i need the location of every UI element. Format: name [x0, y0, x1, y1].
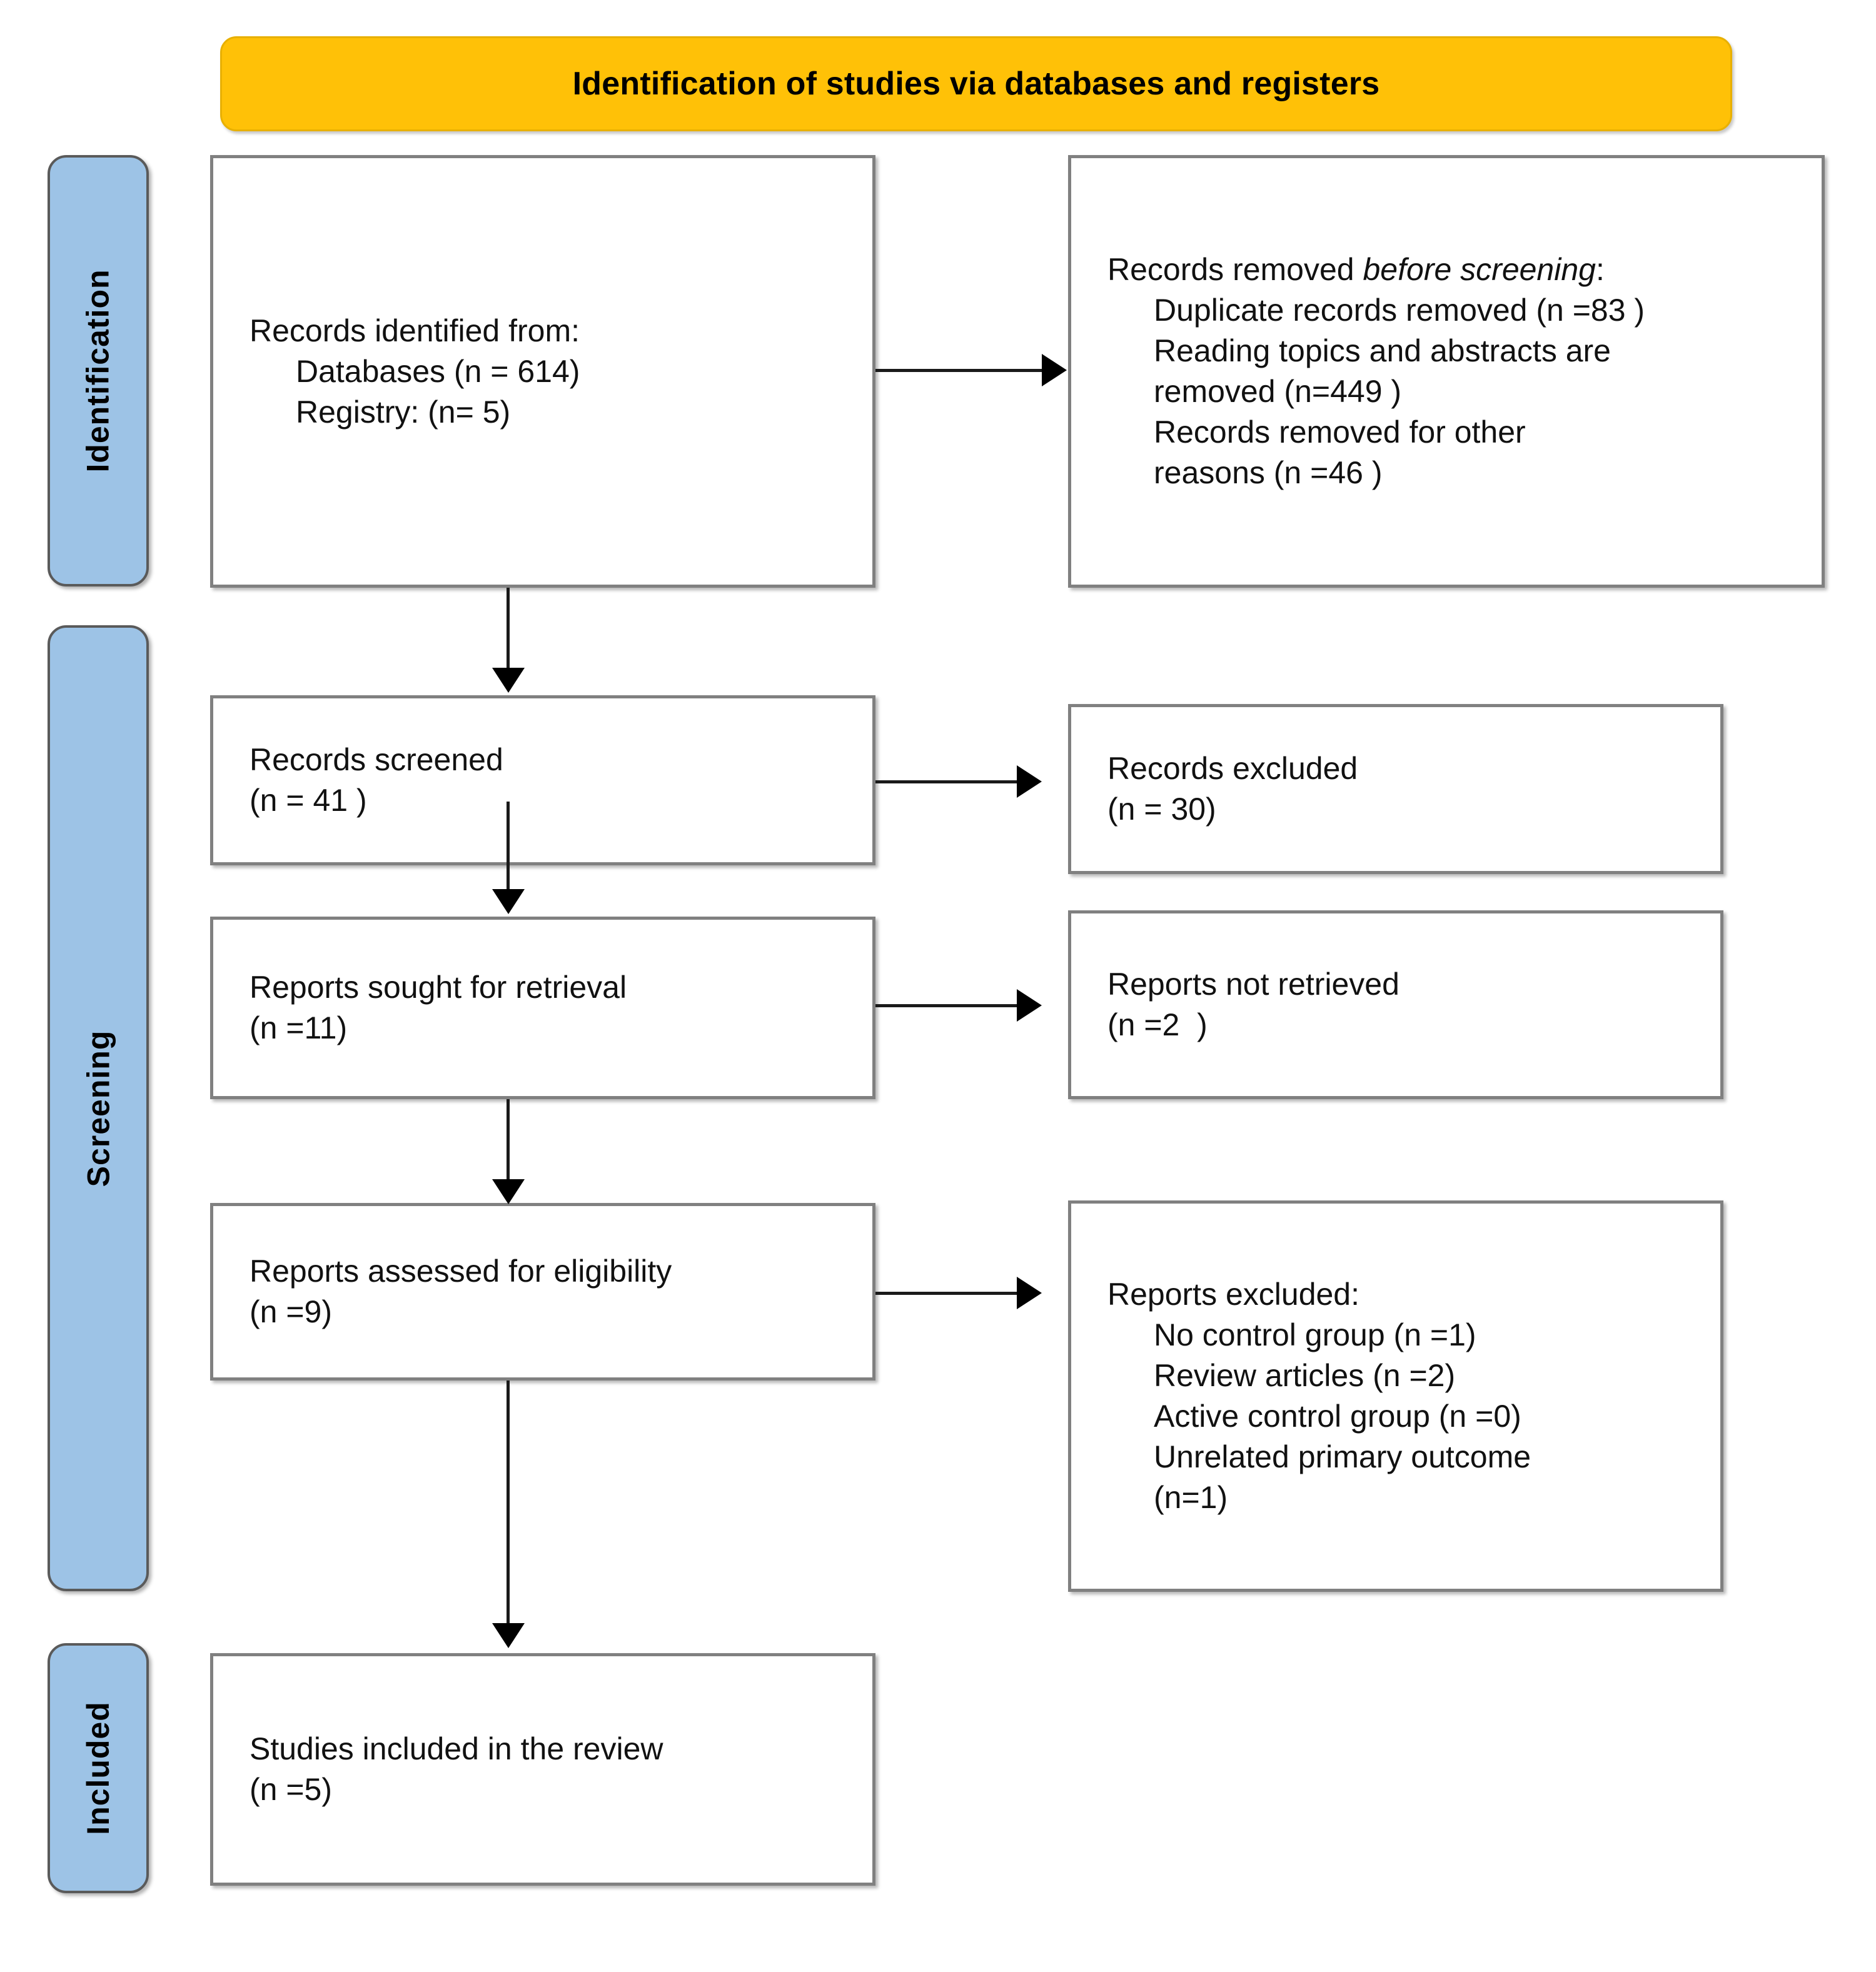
- reports-sought-line-2: (n =11): [250, 1010, 348, 1045]
- reports-excluded-heading: Reports excluded:: [1107, 1277, 1360, 1312]
- stage-identification-text: Identification: [81, 269, 116, 473]
- records-identified-line-3: Registry: (n= 5): [296, 394, 511, 430]
- reports-excluded-line-5: (n=1): [1154, 1480, 1228, 1515]
- reports-not-retrieved-line-2: (n =2 ): [1107, 1007, 1208, 1042]
- records-excluded-line-2: (n = 30): [1107, 792, 1216, 827]
- arrow-identified-to-removed-icon: [1042, 354, 1067, 386]
- box-reports-excluded-text: Reports excluded: No control group (n =1…: [1071, 1274, 1720, 1518]
- arrow-assessed-to-included-icon: [492, 1623, 525, 1648]
- studies-included-line-1: Studies included in the review: [250, 1731, 663, 1766]
- banner-title: Identification of studies via databases …: [572, 66, 1380, 102]
- connector-identified-to-screened-line: [507, 588, 510, 669]
- stage-label-included: Included: [48, 1643, 149, 1893]
- reports-assessed-line-2: (n =9): [250, 1294, 333, 1329]
- connector-sought-to-assessed-line: [507, 1099, 510, 1180]
- records-removed-heading-plain: Records removed: [1107, 252, 1363, 287]
- box-records-excluded: Records excluded (n = 30): [1068, 704, 1723, 874]
- box-reports-assessed-text: Reports assessed for eligibility (n =9): [213, 1251, 872, 1332]
- records-excluded-line-1: Records excluded: [1107, 751, 1358, 786]
- arrow-assessed-to-repexcluded-icon: [1017, 1277, 1042, 1309]
- stage-label-identification: Identification: [48, 155, 149, 586]
- reports-assessed-line-1: Reports assessed for eligibility: [250, 1254, 672, 1289]
- box-reports-assessed-for-eligibility: Reports assessed for eligibility (n =9): [210, 1203, 875, 1381]
- connector-sought-to-notretrieved-line: [875, 1004, 1017, 1007]
- box-records-removed-text: Records removed before screening: Duplic…: [1071, 249, 1822, 493]
- records-removed-line-2: Reading topics and abstracts are: [1154, 333, 1611, 368]
- records-removed-line-5: reasons (n =46 ): [1154, 455, 1383, 490]
- box-reports-sought-for-retrieval: Reports sought for retrieval (n =11): [210, 917, 875, 1099]
- connector-assessed-to-repexcluded-line: [875, 1292, 1017, 1295]
- box-reports-sought-text: Reports sought for retrieval (n =11): [213, 967, 872, 1049]
- reports-sought-line-1: Reports sought for retrieval: [250, 970, 627, 1005]
- reports-excluded-line-1: No control group (n =1): [1154, 1317, 1476, 1352]
- box-studies-included-text: Studies included in the review (n =5): [213, 1729, 872, 1810]
- connector-assessed-to-included-line: [507, 1381, 510, 1624]
- reports-excluded-line-3: Active control group (n =0): [1154, 1399, 1521, 1434]
- box-records-excluded-text: Records excluded (n = 30): [1071, 748, 1720, 830]
- arrow-sought-to-notretrieved-icon: [1017, 989, 1042, 1022]
- records-screened-line-2: (n = 41 ): [250, 783, 367, 818]
- stage-included-text: Included: [81, 1701, 116, 1835]
- arrow-sought-to-assessed-icon: [492, 1179, 525, 1204]
- reports-not-retrieved-line-1: Reports not retrieved: [1107, 967, 1399, 1002]
- box-reports-excluded: Reports excluded: No control group (n =1…: [1068, 1200, 1723, 1592]
- records-removed-line-4: Records removed for other: [1154, 415, 1526, 450]
- records-removed-heading-colon: :: [1595, 252, 1605, 287]
- box-records-identified-text: Records identified from: Databases (n = …: [213, 311, 872, 433]
- box-records-screened-text: Records screened (n = 41 ): [213, 740, 872, 821]
- box-reports-not-retrieved: Reports not retrieved (n =2 ): [1068, 910, 1723, 1099]
- records-identified-line-1: Records identified from:: [250, 313, 580, 348]
- stage-label-screening: Screening: [48, 625, 149, 1591]
- box-records-identified: Records identified from: Databases (n = …: [210, 155, 875, 588]
- box-records-removed-before-screening: Records removed before screening: Duplic…: [1068, 155, 1825, 588]
- records-screened-line-1: Records screened: [250, 742, 503, 777]
- studies-included-line-2: (n =5): [250, 1772, 333, 1807]
- connector-identified-to-removed-line: [875, 369, 1042, 372]
- records-identified-line-2: Databases (n = 614): [296, 353, 580, 389]
- box-reports-not-retrieved-text: Reports not retrieved (n =2 ): [1071, 964, 1720, 1045]
- box-studies-included: Studies included in the review (n =5): [210, 1653, 875, 1886]
- records-removed-heading-italic: before screening: [1363, 252, 1596, 287]
- connector-screened-to-excluded-line: [875, 780, 1017, 783]
- box-records-screened: Records screened (n = 41 ): [210, 695, 875, 865]
- stage-screening-text: Screening: [81, 1030, 116, 1187]
- arrow-identified-to-screened-icon: [492, 668, 525, 693]
- records-removed-line-3: removed (n=449 ): [1154, 374, 1402, 409]
- arrow-screened-to-sought-icon: [492, 889, 525, 914]
- records-removed-line-1: Duplicate records removed (n =83 ): [1154, 293, 1645, 328]
- records-removed-heading: Records removed before screening:: [1107, 249, 1822, 290]
- arrow-screened-to-excluded-icon: [1017, 765, 1042, 798]
- diagram-header-banner: Identification of studies via databases …: [220, 36, 1732, 131]
- reports-excluded-line-4: Unrelated primary outcome: [1154, 1439, 1531, 1474]
- connector-screened-to-sought-line: [507, 802, 510, 890]
- reports-excluded-line-2: Review articles (n =2): [1154, 1358, 1456, 1393]
